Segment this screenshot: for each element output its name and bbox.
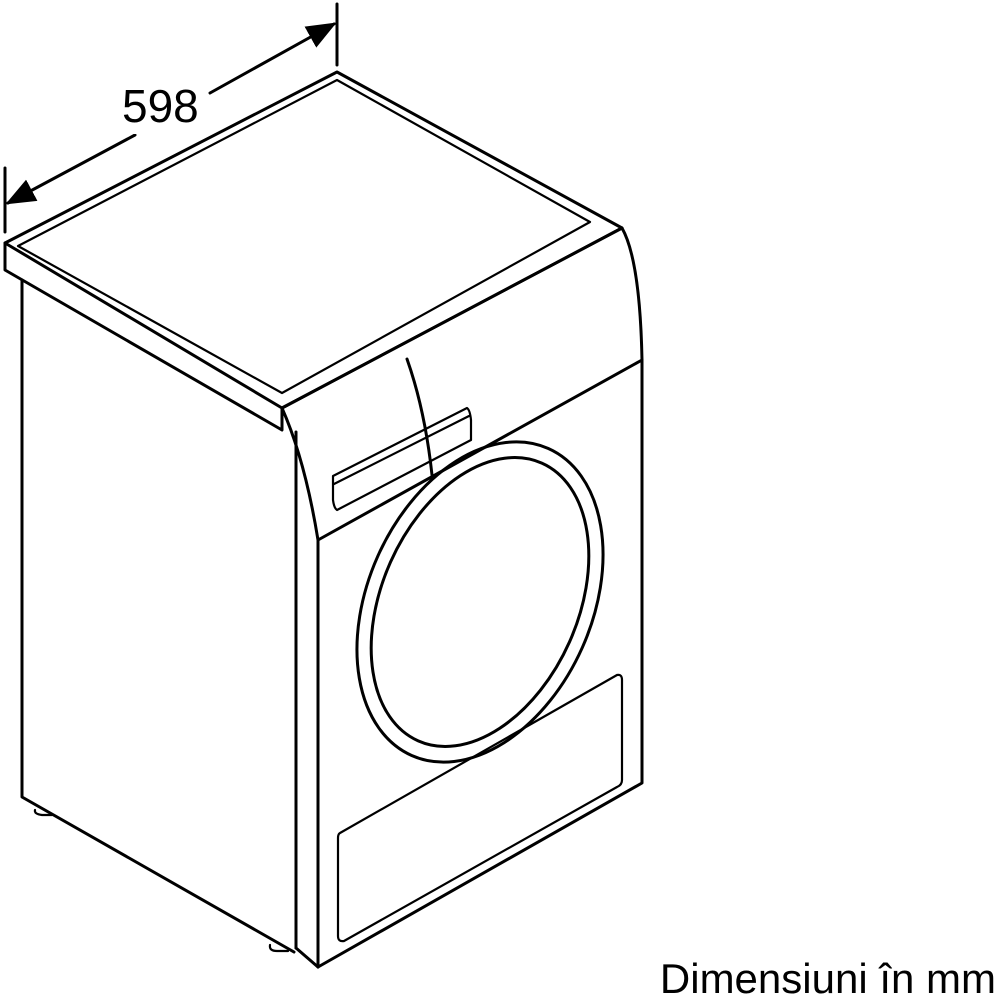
dryer-front-face (316, 358, 644, 969)
width-dimension-label: 598 (118, 78, 203, 134)
door-porthole (355, 440, 605, 764)
dryer-side-panel (20, 278, 320, 969)
dryer-top (3, 70, 624, 432)
width-dimension-line (3, 2, 339, 234)
lower-service-flap (336, 673, 624, 943)
control-panel (280, 226, 644, 542)
units-caption: Dimensiuni în mm (659, 955, 996, 1002)
